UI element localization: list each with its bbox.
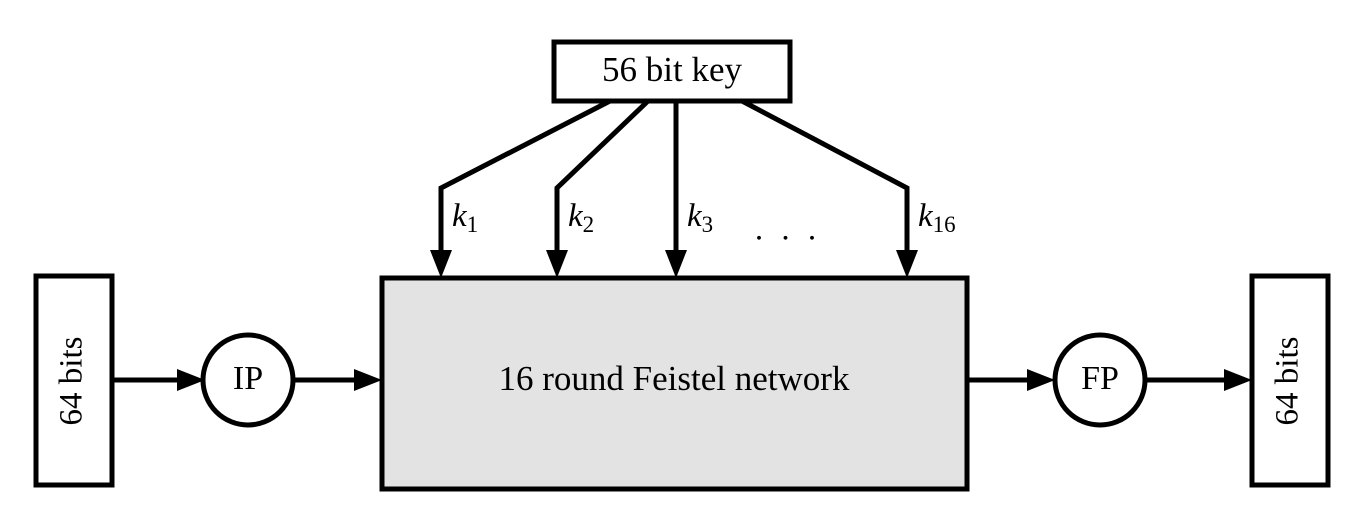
connector-network-to-fp (967, 369, 1055, 391)
input-block-label: 64 bits (54, 337, 90, 426)
key-line-k1 (438, 98, 612, 266)
final-permutation-label: FP (1081, 360, 1119, 397)
round-key-subscript-k3: 3 (702, 212, 714, 237)
round-key-base-k16: k (918, 198, 934, 234)
output-block-rect[interactable] (1249, 273, 1331, 488)
connector-fp-to-output (1145, 369, 1252, 391)
connector-ip-to-network (293, 369, 382, 391)
key-line-k2 (554, 99, 650, 266)
initial-permutation-label: IP (233, 360, 263, 397)
key-block-rect[interactable] (551, 39, 793, 104)
round-key-base-k2: k (568, 198, 584, 234)
key-arrowhead-k1 (430, 250, 452, 278)
round-key-label-k3: k3 (687, 198, 713, 238)
key-line-k16 (740, 98, 910, 266)
round-key-labels: k1 k2 k3 k16 . . . (452, 198, 956, 248)
round-key-ellipsis: . . . (755, 212, 821, 248)
connector-input-to-ip-arrowhead (177, 369, 205, 391)
connector-input-to-ip (112, 369, 205, 391)
final-permutation-group[interactable]: FP (1052, 332, 1148, 428)
key-arrowhead-k3 (665, 250, 687, 278)
key-arrowhead-k16 (896, 250, 918, 278)
connector-fp-to-output-arrowhead (1224, 369, 1252, 391)
initial-permutation-group[interactable]: IP (200, 332, 296, 428)
round-key-label-k16: k16 (918, 198, 956, 238)
key-block-group[interactable]: 56 bit key (551, 39, 793, 104)
round-key-base-k3: k (687, 198, 703, 234)
connector-network-to-fp-arrowhead (1027, 369, 1055, 391)
round-key-label-k1: k1 (452, 198, 478, 238)
feistel-network-label: 16 round Feistel network (499, 359, 850, 398)
input-block-group[interactable]: 64 bits (33, 273, 115, 488)
key-block-label: 56 bit key (602, 50, 742, 89)
key-arrowhead-k2 (546, 250, 568, 278)
round-key-subscript-k2: 2 (583, 212, 595, 237)
round-key-subscript-k16: 16 (933, 212, 956, 237)
round-key-label-k2: k2 (568, 198, 594, 238)
round-key-subscript-k1: 1 (467, 212, 479, 237)
feistel-network-group[interactable]: 16 round Feistel network (379, 275, 970, 492)
round-key-base-k1: k (452, 198, 468, 234)
connector-ip-to-network-arrowhead (354, 369, 382, 391)
output-block-group[interactable]: 64 bits (1249, 273, 1331, 488)
key-fanout-connectors (430, 98, 918, 278)
output-block-label: 64 bits (1270, 337, 1306, 426)
feistel-network-rect[interactable] (379, 275, 970, 492)
